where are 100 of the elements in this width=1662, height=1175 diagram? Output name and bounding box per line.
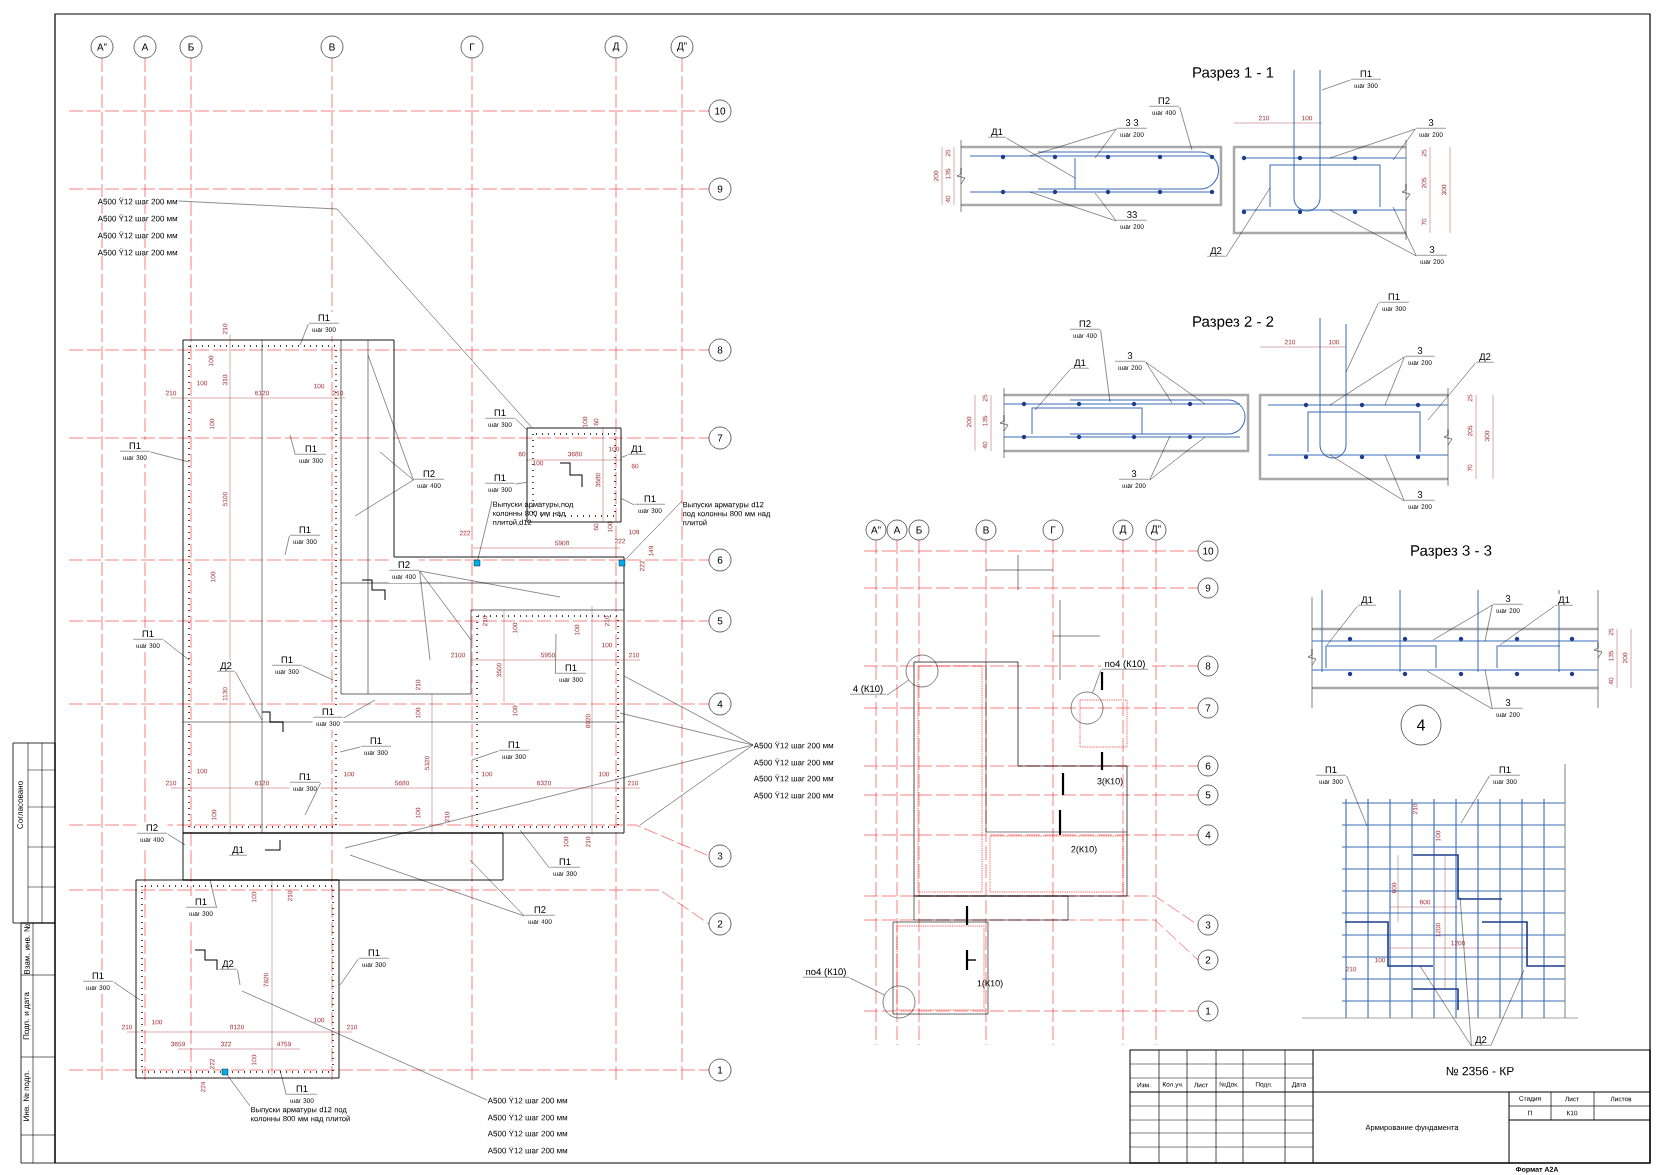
grid-axis-bubble: 4 bbox=[1197, 824, 1219, 846]
leader-line bbox=[1006, 137, 1076, 179]
leader-line bbox=[289, 434, 296, 456]
grid-axis-bubble: 4 bbox=[708, 692, 732, 716]
leader-line bbox=[178, 200, 533, 428]
leader-line bbox=[1034, 368, 1071, 411]
leader-line bbox=[515, 482, 527, 485]
stamp-text: Подп. и дата bbox=[23, 992, 31, 1040]
grid-axis-bubble: 2 bbox=[1197, 949, 1219, 971]
grid-axis-bubble: 6 bbox=[708, 548, 732, 572]
callout-label: Д2 bbox=[218, 958, 238, 970]
leader-line bbox=[1419, 965, 1472, 1047]
drawing-number: № 2356 - КР bbox=[1446, 1066, 1514, 1076]
leader-line bbox=[1484, 669, 1493, 710]
leader-line bbox=[163, 639, 190, 661]
leader-line bbox=[621, 454, 628, 458]
leader-line bbox=[419, 570, 431, 661]
leader-line bbox=[471, 750, 499, 761]
rebar-spec-text: А500 Ÿ12 шаг 200 мм bbox=[753, 791, 835, 799]
section-mark-label: 1(К10) bbox=[977, 979, 1003, 989]
grid-axis-bubble: 10 bbox=[708, 99, 732, 123]
section-title: Разрез 1 - 1 bbox=[1193, 67, 1274, 81]
leader-line bbox=[1179, 106, 1193, 151]
grid-axis-bubble: 6 bbox=[1197, 755, 1219, 777]
rebar-spec-text: А500 Ÿ12 шаг 200 мм bbox=[97, 214, 179, 222]
grid-axis-bubble: 5 bbox=[708, 609, 732, 633]
grid-axis-bubble: В bbox=[975, 519, 997, 541]
leader-line bbox=[284, 535, 290, 556]
leader-line bbox=[1145, 361, 1206, 405]
grid-axis-bubble: 7 bbox=[1197, 697, 1219, 719]
leader-line bbox=[419, 570, 472, 641]
detail-circle bbox=[905, 654, 939, 688]
stamp-text: Согласовано bbox=[17, 781, 23, 829]
leader-line bbox=[1384, 454, 1405, 502]
leader-line bbox=[227, 1075, 251, 1107]
grid-axis-bubble: 7 bbox=[708, 426, 732, 450]
leader-line bbox=[1345, 302, 1379, 373]
leader-line bbox=[113, 981, 141, 1001]
grid-axis-bubble: Б bbox=[908, 519, 930, 541]
leader-line bbox=[1145, 361, 1173, 404]
leader-line bbox=[1459, 896, 1472, 1047]
leader-line bbox=[237, 969, 241, 986]
leader-line bbox=[849, 977, 885, 996]
grid-axis-bubble: Д bbox=[604, 35, 628, 59]
callout-label: Д1 bbox=[1554, 594, 1574, 606]
leader-line bbox=[639, 744, 754, 826]
detail-circle bbox=[882, 985, 916, 1019]
leader-line bbox=[1029, 128, 1117, 157]
stamp-text: Взам. инв. № bbox=[24, 923, 30, 974]
leader-line bbox=[1321, 79, 1351, 91]
grid-axis-bubble: 8 bbox=[708, 338, 732, 362]
leader-line bbox=[1484, 604, 1493, 642]
leader-line bbox=[349, 854, 525, 917]
leader-line bbox=[1384, 356, 1405, 406]
leader-line bbox=[623, 675, 754, 746]
leader-line bbox=[1225, 187, 1271, 258]
leader-line bbox=[343, 699, 376, 719]
rebar-outlet-square bbox=[221, 1068, 229, 1076]
section-title: Разрез 2 - 2 bbox=[1193, 316, 1274, 330]
rebar-spec-text: А500 Ÿ12 шаг 200 мм bbox=[753, 741, 835, 749]
leader-line bbox=[339, 958, 359, 986]
grid-axis-bubble: 3 bbox=[1197, 914, 1219, 936]
leader-line bbox=[624, 500, 683, 561]
grid-axis-bubble: А bbox=[886, 519, 908, 541]
leader-line bbox=[1392, 128, 1416, 161]
callout-label: Д2 bbox=[1471, 1034, 1491, 1046]
section-mark-label: 3(К10) bbox=[1097, 777, 1123, 787]
leader-line bbox=[1499, 605, 1555, 646]
callout-label: Д1 bbox=[987, 126, 1007, 138]
rebar-spec-text: А500 Ÿ12 шаг 200 мм bbox=[487, 1129, 569, 1137]
grid-axis-bubble: 8 bbox=[1197, 655, 1219, 677]
rebar-outlet-square bbox=[618, 559, 626, 567]
grid-axis-bubble: 2 bbox=[708, 912, 732, 936]
leader-line bbox=[1490, 969, 1525, 1047]
detail-circle bbox=[1070, 691, 1104, 725]
leader-line bbox=[354, 479, 414, 517]
callout-label: Д1 bbox=[1070, 357, 1090, 369]
leader-line bbox=[469, 859, 525, 917]
grid-axis-bubble: А” bbox=[865, 519, 887, 541]
callout-label: по4 (К10) bbox=[802, 966, 850, 978]
grid-axis-bubble: 1 bbox=[708, 1058, 732, 1082]
leader-line bbox=[304, 782, 321, 816]
leader-line bbox=[1432, 604, 1493, 641]
callout-label: по4 (К10) bbox=[1101, 658, 1149, 670]
rebar-spec-text: А500 Ÿ12 шаг 200 мм bbox=[487, 1146, 569, 1154]
leader-line bbox=[886, 680, 909, 696]
leader-line bbox=[279, 1069, 287, 1096]
leader-line bbox=[555, 633, 557, 675]
rebar-outlet-square bbox=[473, 559, 481, 567]
grid-axis-bubble: 5 bbox=[1197, 784, 1219, 806]
leader-line bbox=[1329, 454, 1405, 502]
grid-axis-bubble: А” bbox=[90, 35, 114, 59]
callout-label: Д1 bbox=[228, 844, 248, 856]
leader-line bbox=[1460, 775, 1490, 824]
stamp-text: Инв. № подл. bbox=[23, 1071, 31, 1121]
section-title: Разрез 3 - 3 bbox=[1411, 545, 1492, 559]
leader-line bbox=[235, 671, 263, 721]
leader-line bbox=[619, 712, 754, 746]
leader-line bbox=[1029, 191, 1117, 222]
leader-line bbox=[1094, 192, 1117, 222]
